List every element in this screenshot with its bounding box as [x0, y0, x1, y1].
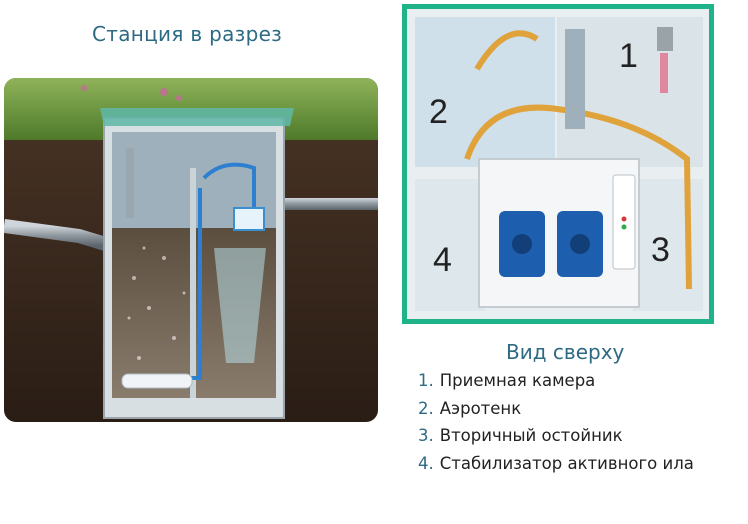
legend-label: Вторичный остойник — [439, 426, 623, 445]
inlet-pipe — [4, 219, 115, 253]
grey-tube — [565, 29, 585, 129]
legend-label: Приемная камера — [439, 371, 596, 390]
legend-item: 2.Аэротенк — [418, 398, 694, 426]
legend-item: 4.Стабилизатор активного ила — [418, 453, 694, 481]
legend-number: 4. — [418, 453, 434, 473]
orange-hose — [464, 104, 692, 290]
legend-number: 2. — [418, 398, 434, 418]
faucet — [657, 27, 673, 51]
control-unit — [612, 174, 636, 270]
legend-label: Аэротенк — [439, 398, 522, 418]
top-view-illustration: 1 2 3 4 — [402, 4, 714, 324]
return-hose — [202, 162, 256, 228]
chamber-secondary — [633, 179, 703, 311]
section-view-title: Станция в разрез — [92, 22, 283, 46]
legend-number: 1. — [418, 371, 434, 390]
legend-number: 3. — [418, 426, 434, 445]
chamber-stabilizer — [415, 179, 485, 311]
airlift — [233, 207, 265, 231]
cross-section-illustration — [4, 78, 378, 422]
settler-cone — [214, 248, 266, 363]
tank-lid — [100, 108, 294, 126]
chamber-number-4: 4 — [433, 241, 452, 279]
legend-label: Стабилизатор активного ила — [439, 453, 694, 473]
chamber-number-2: 2 — [429, 93, 448, 131]
chamber-number-1: 1 — [619, 37, 638, 75]
legend-item: 3. Вторичный остойник — [418, 425, 694, 453]
legend-list: 1. Приемная камера 2.Аэротенк 3. Вторичный… — [418, 370, 694, 480]
vertical-pipe — [126, 148, 134, 218]
top-view-title: Вид сверху — [506, 340, 625, 364]
aerator — [121, 373, 193, 389]
chamber-aerotank — [415, 17, 555, 167]
orange-hose-top — [474, 30, 539, 71]
outlet-pipe — [284, 198, 378, 210]
partition — [190, 168, 196, 398]
chamber-number-3: 3 — [651, 231, 670, 269]
legend-item: 1. Приемная камера — [418, 370, 694, 398]
